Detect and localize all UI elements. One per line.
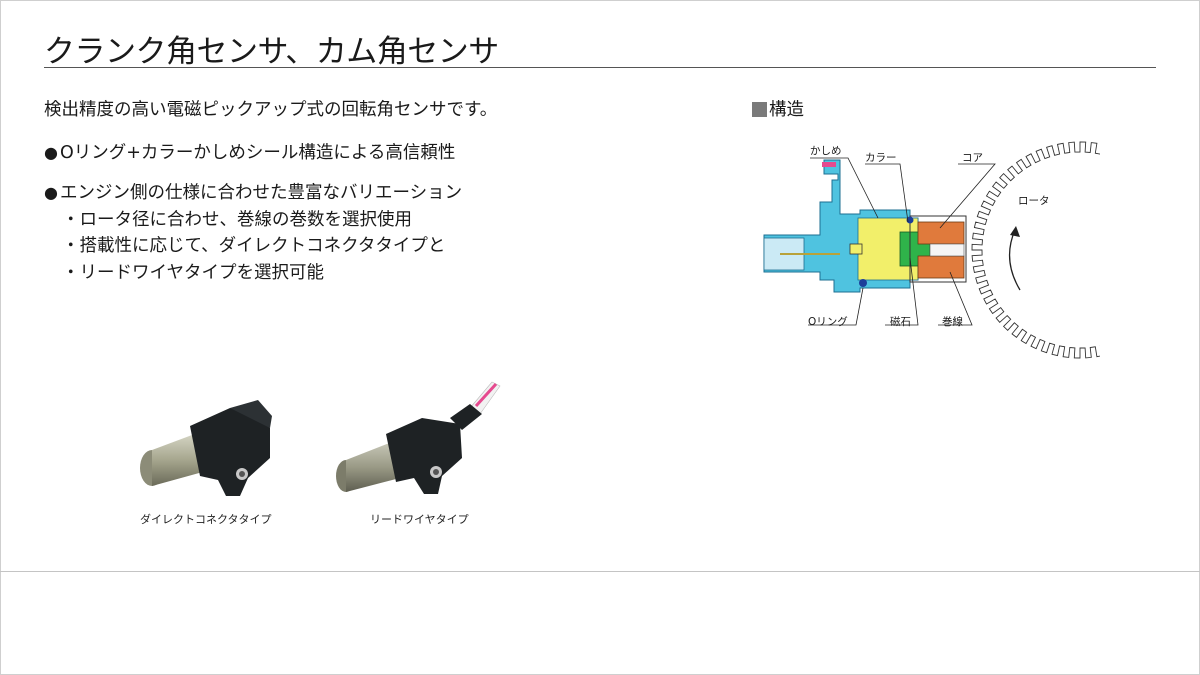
structure-heading: 構造 <box>752 96 804 121</box>
bullet-text: Oリング+カラーかしめシール構造による高信頼性 <box>59 143 456 163</box>
bullet-item-reliability: ●Oリング+カラーかしめシール構造による高信頼性 <box>44 139 455 164</box>
direct-connector-sensor-photo <box>140 400 272 496</box>
direct-connector-caption: ダイレクトコネクタタイプ <box>140 513 272 526</box>
bullet-dot-icon: ● <box>44 183 58 202</box>
structure-diagram: かしめ カラー コア ロータ Oリング 磁石 巻線 <box>763 141 1100 359</box>
sub-item-rotor: ・ロータ径に合わせ、巻線の巻数を選択使用 <box>62 210 412 230</box>
label-magnet: 磁石 <box>890 315 911 328</box>
leader-lines <box>808 157 996 326</box>
lead-wire-sensor-photo <box>336 381 501 494</box>
rotation-arrow-icon <box>1008 229 1021 291</box>
label-rotor: ロータ <box>1018 195 1050 207</box>
sensor-housing <box>763 159 967 293</box>
square-icon <box>752 102 767 117</box>
lead-wire-caption: リードワイヤタイプ <box>370 513 469 526</box>
rotor-teeth <box>971 141 1100 359</box>
label-core: コア <box>962 152 983 164</box>
page-title: クランク角センサ、カム角センサ <box>44 34 499 70</box>
arrow-head-icon <box>1010 226 1020 237</box>
label-kashime: かしめ <box>810 145 842 157</box>
sub-item-mounting: ・搭載性に応じて、ダイレクトコネクタタイプと <box>62 236 446 256</box>
label-coil: 巻線 <box>942 315 963 328</box>
bottom-divider <box>0 571 1200 572</box>
bullet-dot-icon: ● <box>44 143 58 162</box>
bullet-item-variations: ●エンジン側の仕様に合わせた豊富なバリエーション <box>44 179 462 204</box>
sub-item-leadwire: ・リードワイヤタイプを選択可能 <box>62 263 324 283</box>
label-oring: Oリング <box>808 315 848 328</box>
lead-text: 検出精度の高い電磁ピックアップ式の回転角センサです。 <box>44 100 498 120</box>
title-divider <box>44 67 1156 68</box>
bullet-text: エンジン側の仕様に合わせた豊富なバリエーション <box>59 183 463 203</box>
label-collar: カラー <box>865 152 897 164</box>
rotor-gear <box>971 141 1100 359</box>
